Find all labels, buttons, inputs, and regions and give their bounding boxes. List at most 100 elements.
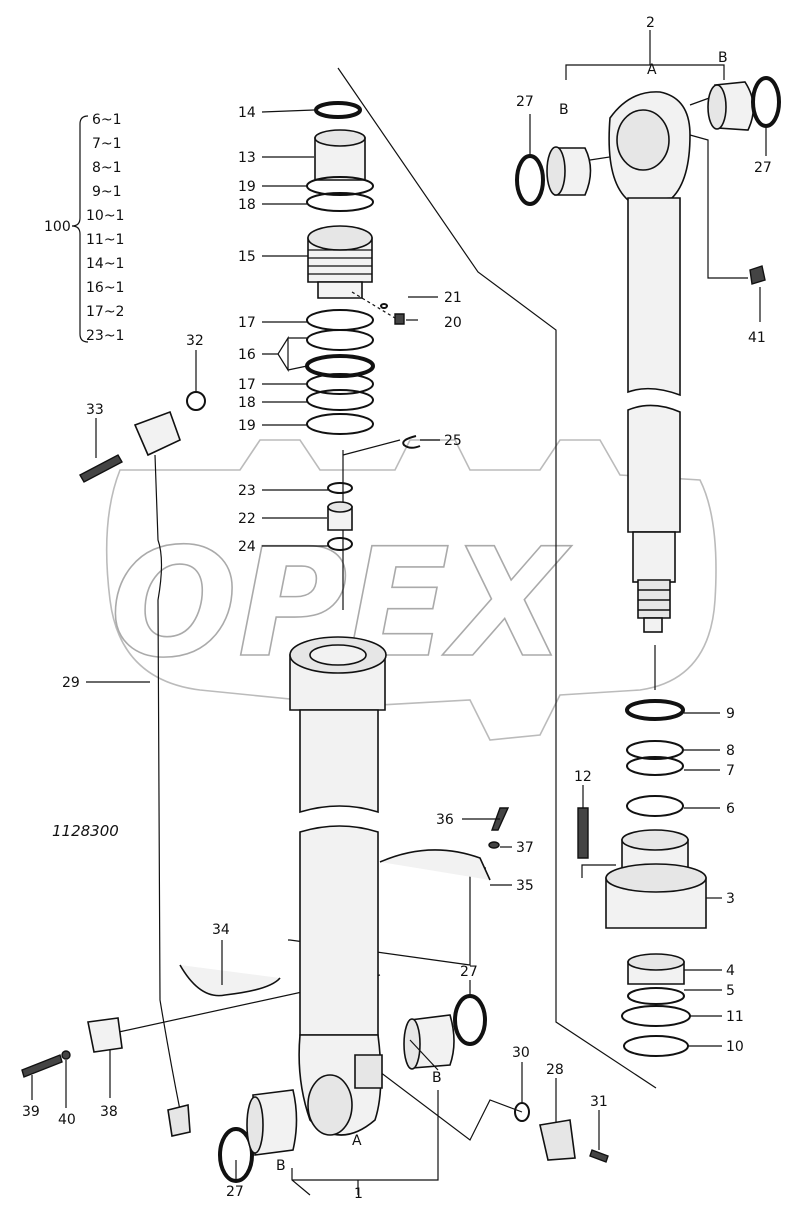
kit-brace bbox=[71, 115, 89, 343]
seal-18-mid bbox=[306, 389, 374, 411]
setscrew-20 bbox=[394, 313, 405, 325]
oring-32 bbox=[186, 391, 206, 411]
diagram-code: 1128300 bbox=[52, 822, 119, 840]
callout-31: 31 bbox=[590, 1094, 608, 1110]
grease-fitting-41 bbox=[749, 265, 766, 285]
callout-39: 39 bbox=[22, 1104, 40, 1120]
clamp-34 bbox=[179, 964, 281, 997]
pipe-flange-top bbox=[133, 410, 181, 457]
kit-item: 23~1 bbox=[86, 328, 124, 344]
callout-13: 13 bbox=[238, 150, 256, 166]
callout-B-top-right: B bbox=[718, 50, 728, 66]
rod-thread bbox=[637, 579, 671, 619]
top-bushings bbox=[515, 76, 781, 285]
callout-40: 40 bbox=[58, 1112, 76, 1128]
bushing-22-top bbox=[327, 501, 353, 513]
callout-14: 14 bbox=[238, 105, 256, 121]
callout-35: 35 bbox=[516, 878, 534, 894]
ball-21 bbox=[380, 303, 388, 309]
callout-labels: 2 A B B 27 27 41 14 13 19 18 15 21 20 17… bbox=[22, 15, 772, 1202]
callout-12: 12 bbox=[574, 769, 592, 785]
callout-24: 24 bbox=[238, 539, 256, 555]
rod-cover-neck bbox=[317, 281, 363, 299]
ring-14 bbox=[314, 101, 362, 119]
bushing-B-top-right-face bbox=[707, 84, 727, 130]
seal-17-top bbox=[306, 309, 374, 331]
tube-port-block bbox=[354, 1054, 383, 1089]
callout-8: 8 bbox=[726, 743, 735, 759]
callout-28: 28 bbox=[546, 1062, 564, 1078]
pipe-and-clamps bbox=[21, 391, 510, 1137]
head-seal-stack bbox=[305, 101, 421, 551]
callout-3: 3 bbox=[726, 891, 735, 907]
callout-A-top: A bbox=[647, 62, 657, 78]
pipe-fitting-bottom bbox=[167, 1103, 191, 1137]
leader-41-axis bbox=[689, 134, 748, 279]
ring-23 bbox=[327, 482, 353, 494]
bottom-bushings bbox=[218, 994, 609, 1183]
callout-17-mid: 17 bbox=[238, 377, 256, 393]
callout-20: 20 bbox=[444, 315, 462, 331]
callout-19-mid: 19 bbox=[238, 418, 256, 434]
callout-19-top: 19 bbox=[238, 179, 256, 195]
ring-24 bbox=[327, 537, 353, 551]
leader-20-axis bbox=[351, 291, 396, 319]
leader-12-axis bbox=[581, 864, 616, 878]
kit-item: 8~1 bbox=[92, 160, 122, 176]
kit-item: 14~1 bbox=[86, 256, 124, 272]
callout-10: 10 bbox=[726, 1039, 744, 1055]
callout-6: 6 bbox=[726, 801, 735, 817]
callout-B-bottom-left: B bbox=[276, 1158, 286, 1174]
bushing-B-bottom-right-face bbox=[403, 1018, 421, 1070]
tube-upper bbox=[299, 709, 379, 814]
callout-37: 37 bbox=[516, 840, 534, 856]
callout-27-bottom-left: 27 bbox=[226, 1184, 244, 1200]
fitting-28 bbox=[539, 1119, 576, 1161]
cylinder-tube bbox=[289, 636, 387, 1136]
callout-17-top: 17 bbox=[238, 315, 256, 331]
leader-25-axis bbox=[342, 439, 401, 456]
leader-30-axis bbox=[379, 1071, 523, 1141]
watermark-gear-outline bbox=[105, 439, 717, 741]
kit-item: 11~1 bbox=[86, 232, 124, 248]
rod-upper bbox=[627, 197, 681, 397]
tube-bore bbox=[309, 644, 367, 666]
callout-32: 32 bbox=[186, 333, 204, 349]
rod-tip bbox=[643, 617, 663, 633]
rod-shoulder bbox=[632, 531, 676, 583]
washer-37 bbox=[488, 841, 500, 849]
head-3-neck-top bbox=[621, 829, 689, 851]
callout-30: 30 bbox=[512, 1045, 530, 1061]
rod-eye-bore bbox=[616, 109, 670, 171]
callout-1: 1 bbox=[354, 1186, 363, 1200]
bolt-31 bbox=[589, 1149, 609, 1163]
callout-34: 34 bbox=[212, 922, 230, 938]
block-38 bbox=[87, 1017, 123, 1053]
callout-22: 22 bbox=[238, 511, 256, 527]
kit-item: 10~1 bbox=[86, 208, 124, 224]
callout-21: 21 bbox=[444, 290, 462, 306]
callout-2: 2 bbox=[646, 15, 655, 31]
bushing-4-top bbox=[627, 953, 685, 971]
bushing-B-bottom-left-face bbox=[246, 1096, 264, 1154]
callout-B-bottom-right: B bbox=[432, 1070, 442, 1086]
kit-item: 7~1 bbox=[92, 136, 122, 152]
seal-18-top bbox=[306, 192, 374, 212]
callout-4: 4 bbox=[726, 963, 735, 979]
seal-27-top-left bbox=[515, 154, 545, 206]
callout-36: 36 bbox=[436, 812, 454, 828]
callout-27-top-right: 27 bbox=[754, 160, 772, 176]
ring-5 bbox=[627, 987, 685, 1005]
washer-40 bbox=[61, 1050, 71, 1060]
ring-11 bbox=[621, 1005, 691, 1027]
bushing-13-top bbox=[314, 129, 366, 147]
callout-23: 23 bbox=[238, 483, 256, 499]
callout-A-bottom: A bbox=[352, 1133, 362, 1149]
bracket-1-left bbox=[291, 1168, 311, 1196]
seal-19-mid bbox=[306, 413, 374, 435]
seal-6 bbox=[626, 795, 684, 817]
seal-8 bbox=[626, 740, 684, 760]
seal-27-top-right bbox=[751, 76, 781, 128]
